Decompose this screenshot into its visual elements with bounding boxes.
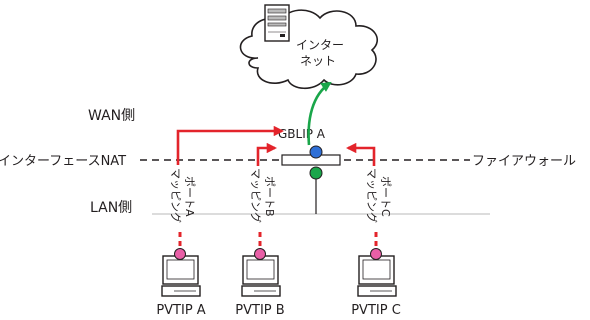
mapping-port-label-b: マッピング ポートB (249, 168, 276, 223)
pc-b-port-node (254, 248, 266, 260)
pc-c: PVTIP C (351, 248, 401, 318)
mapping-port-label-a: マッピング ポートA (169, 168, 196, 223)
pc-b-label: PVTIP B (235, 303, 284, 318)
pc-c-port-node (370, 248, 382, 260)
computer-icon (161, 255, 201, 297)
lan-side-label: LAN側 (90, 200, 132, 216)
computer-icon (241, 255, 281, 297)
firewall-label: ファイアウォール (472, 154, 576, 169)
wan-side-label: WAN側 (88, 108, 135, 124)
pc-a-label: PVTIP A (156, 303, 205, 318)
nat-router (281, 145, 341, 214)
pc-a-port-node (174, 248, 186, 260)
internet-label-line2: ネット (300, 54, 336, 68)
server-icon (264, 4, 290, 42)
pc-a: PVTIP A (156, 248, 206, 318)
pc-c-label: PVTIP C (351, 303, 401, 318)
nat-wan-node (309, 145, 323, 159)
mapping-port-label-c: マッピング ポートC (365, 168, 392, 223)
mapping-port-c-line2: ポートC (379, 176, 392, 217)
computer-icon (357, 255, 397, 297)
global-ip-label: GBLIP A (278, 127, 326, 141)
outbound-arrow (307, 81, 332, 146)
mapping-port-b-line1: マッピング (249, 168, 263, 223)
mapping-arrow-c (345, 142, 376, 166)
mapping-port-a-line1: マッピング (169, 168, 183, 223)
mapping-port-c-line1: マッピング (365, 168, 379, 223)
nat-lan-node (309, 166, 323, 180)
mapping-arrow-b (256, 142, 278, 166)
internet-label-line1: インター (296, 38, 344, 52)
nat-interface-label: インターフェースNAT (0, 154, 126, 169)
mapping-arrow-a (176, 125, 285, 165)
mapping-port-b-line2: ポートB (263, 176, 276, 217)
mapping-port-a-line2: ポートA (183, 176, 196, 217)
pc-b: PVTIP B (235, 248, 285, 318)
